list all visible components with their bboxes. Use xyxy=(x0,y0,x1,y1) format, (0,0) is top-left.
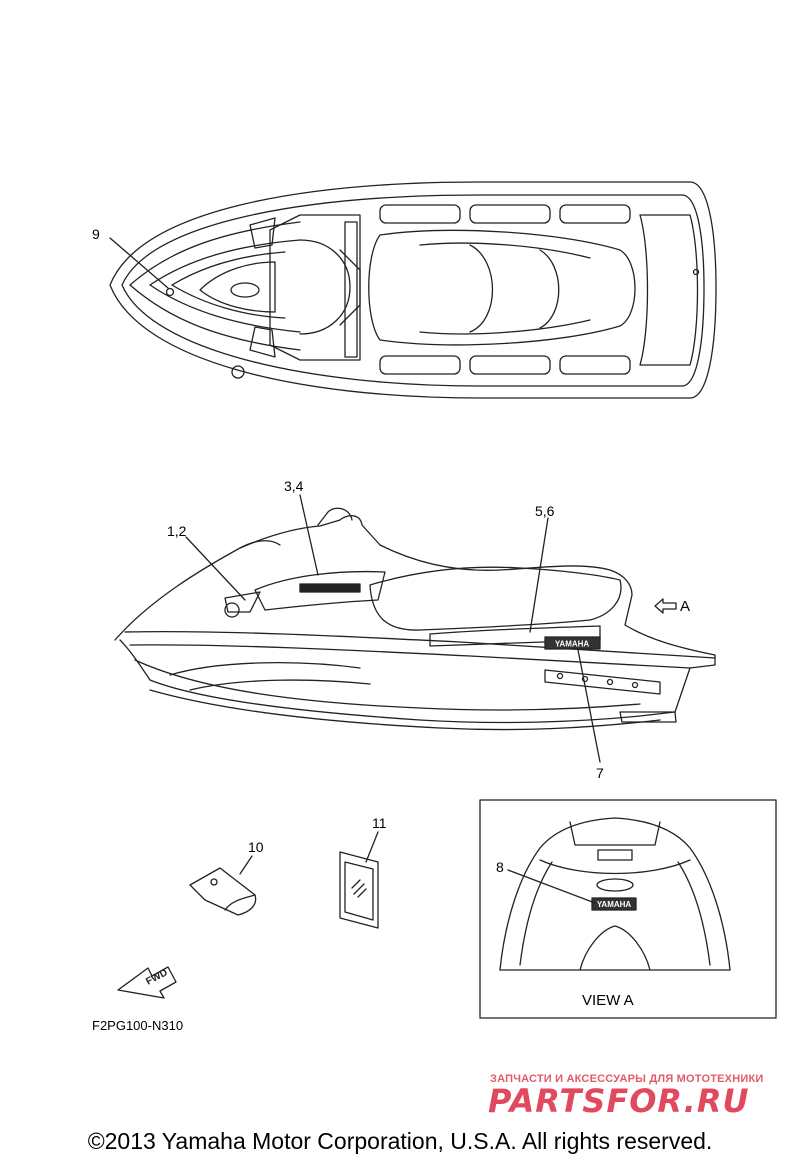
watermark-tagline: ЗАПЧАСТИ И АКСЕССУАРЫ ДЛЯ МОТОТЕХНИКИ xyxy=(490,1073,764,1085)
fwd-label: FWD xyxy=(144,967,169,987)
leader-5-6 xyxy=(529,517,549,633)
top-view-hull xyxy=(109,181,717,399)
callout-9: 9 xyxy=(92,226,100,242)
diagram-code: F2PG100-N310 xyxy=(92,1018,184,1033)
view-a-arrow-label: A xyxy=(680,598,691,615)
callout-1-2: 1,2 xyxy=(167,523,187,539)
callout-5-6: 5,6 xyxy=(535,503,555,519)
view-a-label: VIEW A xyxy=(582,992,634,1009)
leader-11 xyxy=(365,831,379,863)
callout-3-4: 3,4 xyxy=(284,478,304,494)
watermark-brand: PARTSFOR.RU xyxy=(488,1082,750,1120)
leader-10 xyxy=(239,855,253,875)
callout-7: 7 xyxy=(596,765,604,781)
view-a-frame xyxy=(479,799,777,1019)
view-a-yamaha-decal: YAMAHA xyxy=(597,900,632,909)
side-yamaha-decal: YAMAHA xyxy=(555,640,590,649)
fwd-arrow-icon xyxy=(117,966,177,999)
view-a-rear: YAMAHA xyxy=(499,817,731,971)
part-11-bag xyxy=(339,851,379,929)
leader-9 xyxy=(109,237,169,289)
callout-11: 11 xyxy=(372,815,387,831)
side-view-hull: YAMAHA xyxy=(114,507,716,731)
view-a-arrow-icon xyxy=(654,598,677,614)
leader-1-2 xyxy=(185,536,246,601)
leader-3-4 xyxy=(299,494,319,576)
callout-8: 8 xyxy=(496,859,504,875)
part-10-strap xyxy=(189,867,257,916)
leader-7 xyxy=(577,649,601,763)
leader-8 xyxy=(507,869,596,904)
callout-10: 10 xyxy=(248,839,264,855)
copyright-notice: ©2013 Yamaha Motor Corporation, U.S.A. A… xyxy=(87,1128,713,1154)
